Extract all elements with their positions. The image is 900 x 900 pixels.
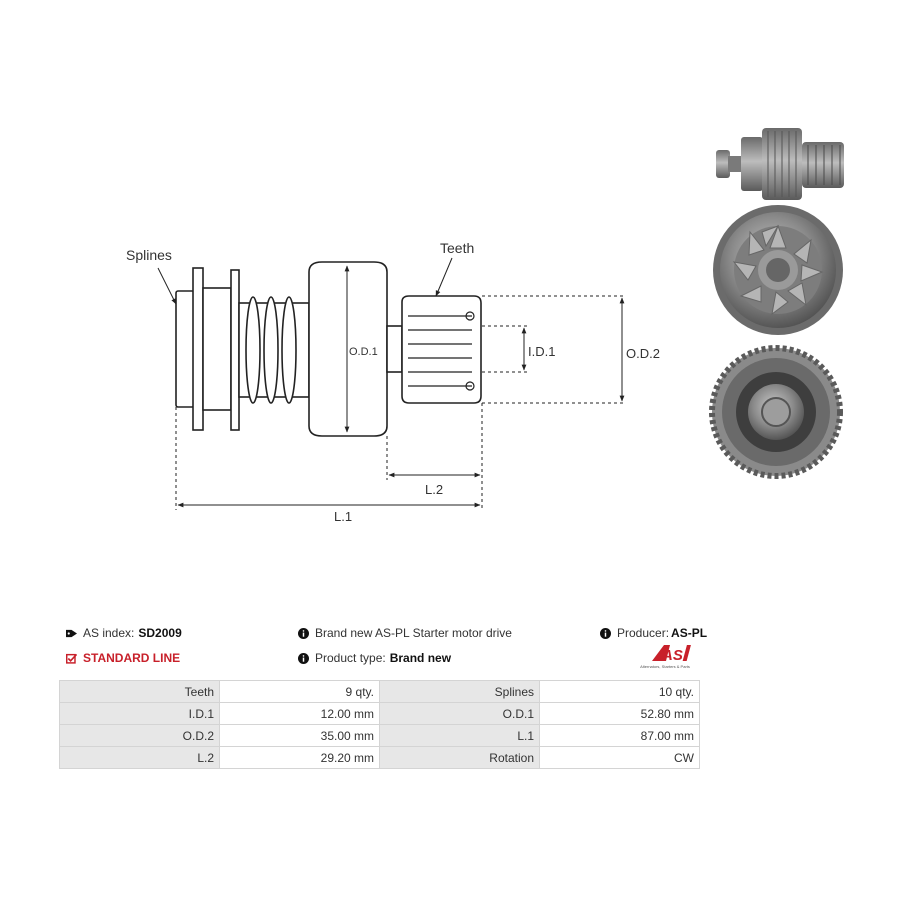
- standard-line-row: STANDARD LINE: [66, 651, 180, 665]
- standard-line-label: STANDARD LINE: [83, 651, 181, 665]
- starter-drive-outline: [175, 261, 482, 437]
- product-photo-front: [713, 205, 843, 335]
- spec-key: Rotation: [379, 746, 540, 769]
- collar-left: [192, 267, 204, 431]
- spec-value: 9 qty.: [219, 680, 380, 703]
- description-row: Brand new AS-PL Starter motor drive: [298, 626, 512, 640]
- label-teeth: Teeth: [440, 240, 474, 256]
- product-type-label: Product type:: [315, 651, 386, 665]
- spec-key: I.D.1: [59, 702, 220, 725]
- product-photo-rear: [709, 345, 843, 479]
- spec-value: 10 qty.: [539, 680, 700, 703]
- product-info: AS index: SD2009 Brand new AS-PL Starter…: [60, 624, 707, 674]
- spec-value: 35.00 mm: [219, 724, 380, 747]
- spring-coils: [245, 296, 297, 404]
- splines-leader: [157, 267, 177, 305]
- spec-value: CW: [539, 746, 700, 769]
- spec-key: L.2: [59, 746, 220, 769]
- description-text: Brand new AS-PL Starter motor drive: [315, 626, 512, 640]
- spec-value: 29.20 mm: [219, 746, 380, 769]
- table-row: I.D.1 12.00 mm O.D.1 52.80 mm: [59, 702, 700, 725]
- collar-hub: [202, 287, 232, 411]
- table-row: Teeth 9 qty. Splines 10 qty.: [59, 680, 700, 703]
- label-id1: I.D.1: [528, 344, 555, 359]
- dimension-lines: [157, 257, 626, 510]
- spec-key: Splines: [379, 680, 540, 703]
- spec-value: 52.80 mm: [539, 702, 700, 725]
- collar-right: [230, 269, 240, 431]
- spec-key: L.1: [379, 724, 540, 747]
- table-row: L.2 29.20 mm Rotation CW: [59, 746, 700, 769]
- teeth-leader: [435, 257, 453, 297]
- label-splines: Splines: [126, 247, 172, 263]
- pinion-neck: [386, 325, 403, 373]
- spec-key: O.D.1: [379, 702, 540, 725]
- as-index-row: AS index: SD2009: [66, 626, 182, 640]
- producer-label: Producer:: [617, 626, 670, 640]
- as-index-value: SD2009: [138, 626, 182, 640]
- info-icon: [298, 652, 309, 664]
- product-type-row: Product type: Brand new: [298, 651, 451, 665]
- splines-flange: [175, 290, 195, 408]
- spec-value: 12.00 mm: [219, 702, 380, 725]
- technical-drawing: Splines Teeth O.D.1 I.D.1 O.D.2 L.2 L.1: [126, 128, 844, 524]
- tag-icon: [66, 629, 77, 637]
- label-l2: L.2: [425, 482, 443, 497]
- producer-row: Producer: AS-PL: [600, 626, 707, 640]
- label-od1: O.D.1: [349, 346, 378, 358]
- table-row: O.D.2 35.00 mm L.1 87.00 mm: [59, 724, 700, 747]
- producer-value: AS-PL: [671, 626, 708, 640]
- spec-value: 87.00 mm: [539, 724, 700, 747]
- svg-text:Alternators, Starters & Parts: Alternators, Starters & Parts: [640, 664, 690, 669]
- pinion-teeth-lines: [408, 311, 475, 391]
- svg-text:AS: AS: [661, 647, 683, 664]
- label-od2: O.D.2: [626, 346, 660, 361]
- info-icon: [298, 627, 309, 639]
- as-pl-logo: AS Alternators, Starters & Parts: [640, 645, 691, 669]
- product-photo-side: [716, 128, 844, 200]
- product-type-value: Brand new: [389, 651, 452, 665]
- as-index-label: AS index:: [83, 626, 135, 640]
- pinion-gear: [401, 295, 482, 404]
- spec-key: Teeth: [59, 680, 220, 703]
- checkbox-icon: [66, 653, 77, 664]
- spec-table: Teeth 9 qty. Splines 10 qty. I.D.1 12.00…: [59, 680, 700, 769]
- info-icon: [600, 627, 611, 639]
- spec-key: O.D.2: [59, 724, 220, 747]
- label-l1: L.1: [334, 509, 352, 524]
